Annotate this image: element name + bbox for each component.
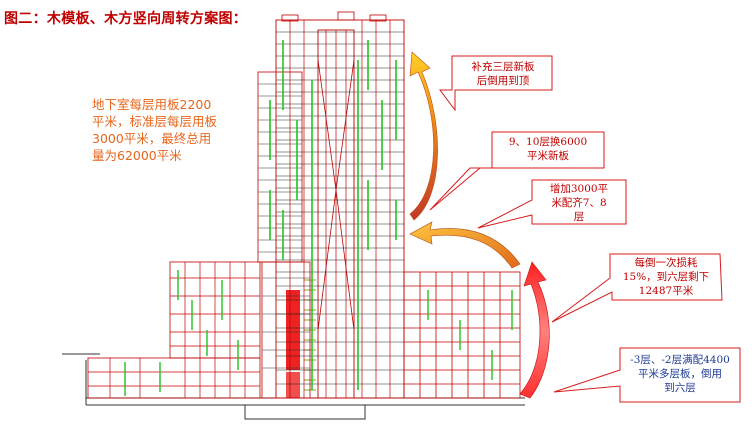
arrow-up-bottom — [519, 261, 550, 399]
callout-c1: 补充三层新板 后倒用到顶 — [471, 61, 535, 87]
callout-c5: -3层、-2层满配4400 平米多层板，倒用 到六层 — [630, 354, 730, 394]
callout-c5-bubble — [553, 347, 741, 403]
red-hatch-block — [286, 290, 300, 398]
podium-left — [87, 261, 261, 399]
tower-main-columns — [289, 20, 391, 398]
tower-top-markers — [281, 11, 387, 22]
diagram-title: 图二：木模板、木方竖向周转方案图： — [4, 11, 248, 27]
arrow-up-top — [409, 51, 438, 221]
callout-bubbles — [429, 55, 741, 403]
podium-right — [403, 271, 521, 399]
tower-main-green — [269, 40, 397, 390]
tower-core-diagonals — [317, 59, 355, 331]
callout-c2-bubble — [429, 131, 605, 211]
callout-c3: 增加3000平 米配齐7、8 层 — [549, 183, 609, 223]
tower-left-wing — [257, 71, 311, 399]
callout-c4: 每倒一次损耗 15%，到六层剩下 12487平米 — [622, 257, 710, 297]
arrow-left-mid — [409, 221, 521, 269]
callout-c4-bubble — [551, 253, 723, 323]
callout-c1-bubble — [439, 55, 553, 112]
podium-left-green — [124, 270, 239, 396]
tower-main-floors — [276, 31, 404, 385]
podium-left-columns — [109, 262, 246, 398]
callout-c2: 9、10层换6000 平米新板 — [508, 136, 588, 162]
tower-left-wing-floors — [258, 83, 310, 369]
podium-right-green — [427, 290, 513, 380]
usage-note: 地下室每层用板2200平米，标准层每层用板3000平米，最终总用量为62000平… — [92, 97, 218, 163]
callout-c3-bubble — [477, 179, 627, 229]
